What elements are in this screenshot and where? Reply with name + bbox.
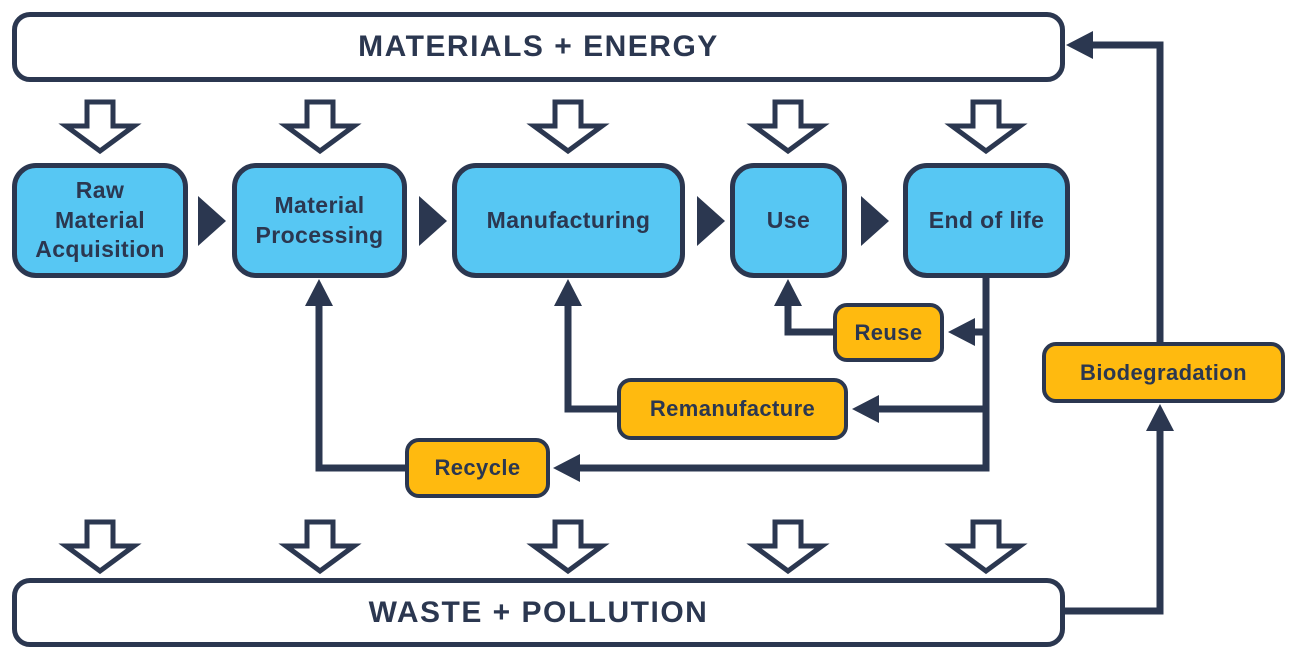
stage-label: Manufacturing [486,206,651,233]
hollow-down-arrow [526,519,610,575]
loop-label: Biodegradation [1080,359,1247,385]
stage-label: Material Processing [255,192,384,248]
loop-reuse: Reuse [833,303,944,362]
stage-label: End of life [928,206,1045,233]
connector-reuse-to-use [784,304,835,336]
flow-triangle-3 [697,196,725,246]
arrowhead-into-use [774,279,802,306]
stage-manufacturing: Manufacturing [452,163,685,278]
stage-label: Use [766,206,811,233]
hollow-down-arrow [58,99,142,155]
hollow-down-arrow [526,99,610,155]
connector-remanufacture-to-manufacturing [564,304,619,413]
stage-use: Use [730,163,847,278]
arrowhead-into-remanufacture [852,395,879,423]
hollow-down-arrow [278,99,362,155]
loop-remanufacture: Remanufacture [617,378,848,440]
loop-label: Reuse [854,319,923,345]
arrowhead-into-materials-bar [1066,31,1093,59]
flow-triangle-1 [198,196,226,246]
loop-label: Recycle [434,455,521,480]
loop-label: Remanufacture [649,396,816,421]
stage-end-of-life: End of life [903,163,1070,278]
connector-waste-to-biodegradation [1063,430,1164,615]
stage-label: Raw Material Acquisition [35,177,165,263]
flow-triangle-4 [861,196,889,246]
flow-triangle-2 [419,196,447,246]
arrowhead-into-recycle [553,454,580,482]
loop-recycle: Recycle [405,438,550,498]
hollow-down-arrow [944,519,1028,575]
arrowhead-into-processing [305,279,333,306]
loop-biodegradation: Biodegradation [1042,342,1285,403]
hollow-down-arrow [746,99,830,155]
materials-energy-bar: MATERIALS + ENERGY [12,12,1065,82]
stage-raw-material-acquisition: Raw Material Acquisition [12,163,188,278]
hollow-down-arrow [58,519,142,575]
connector-endoflife-to-recycle [580,274,990,472]
stage-material-processing: Material Processing [232,163,407,278]
materials-energy-label: MATERIALS + ENERGY [358,30,719,63]
hollow-down-arrow [278,519,362,575]
waste-pollution-label: WASTE + POLLUTION [368,595,709,629]
connector-biodegradation-to-materials [1092,41,1164,344]
arrowhead-into-manufacturing [554,279,582,306]
hollow-down-arrow [944,99,1028,155]
waste-pollution-bar: WASTE + POLLUTION [12,578,1065,647]
arrowhead-into-biodegradation [1146,404,1174,431]
hollow-down-arrow [746,519,830,575]
arrowhead-into-reuse [948,318,975,346]
connector-recycle-to-processing [315,304,407,472]
